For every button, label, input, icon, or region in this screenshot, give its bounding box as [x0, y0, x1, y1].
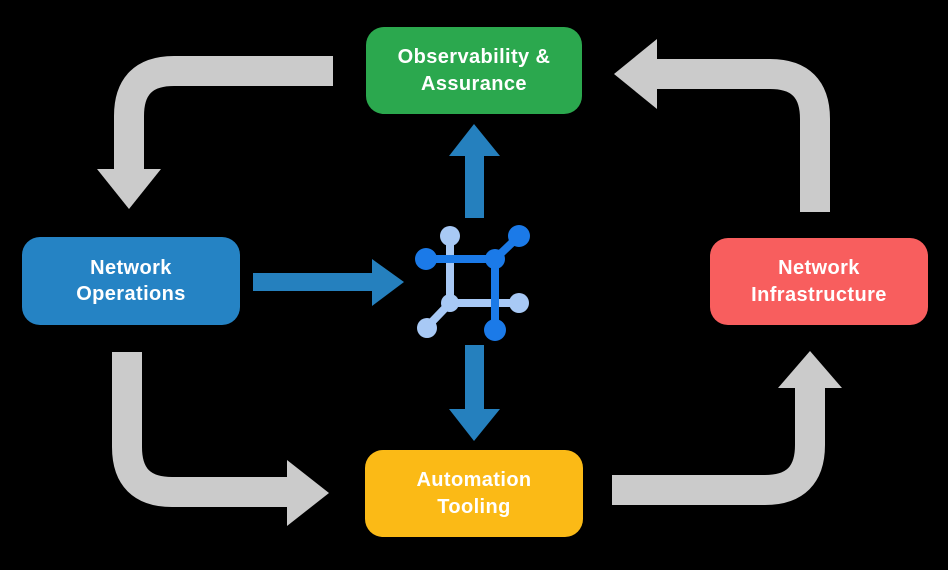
- node-network-infrastructure: Network Infrastructure: [710, 238, 928, 325]
- node-observability-assurance-label: Observability & Assurance: [397, 46, 551, 95]
- arrow-hub-to-automation: [449, 345, 500, 441]
- arrow-hub-to-observability: [449, 124, 500, 218]
- arrow-infrastructure-to-observability: [614, 39, 830, 212]
- arrow-operations-to-hub: [253, 259, 404, 306]
- node-network-infrastructure-label: Network Infrastructure: [751, 257, 887, 306]
- node-observability-assurance: Observability & Assurance: [366, 27, 582, 114]
- arrow-operations-to-automation: [112, 352, 329, 526]
- network-hub-icon: [415, 225, 530, 341]
- node-automation-tooling-label: Automation Tooling: [416, 469, 532, 518]
- arrow-observability-to-operations: [97, 56, 333, 209]
- node-network-operations: Network Operations: [22, 237, 240, 325]
- node-network-operations-label: Network Operations: [76, 256, 186, 305]
- node-automation-tooling: Automation Tooling: [365, 450, 583, 537]
- arrow-automation-to-infrastructure: [612, 351, 842, 505]
